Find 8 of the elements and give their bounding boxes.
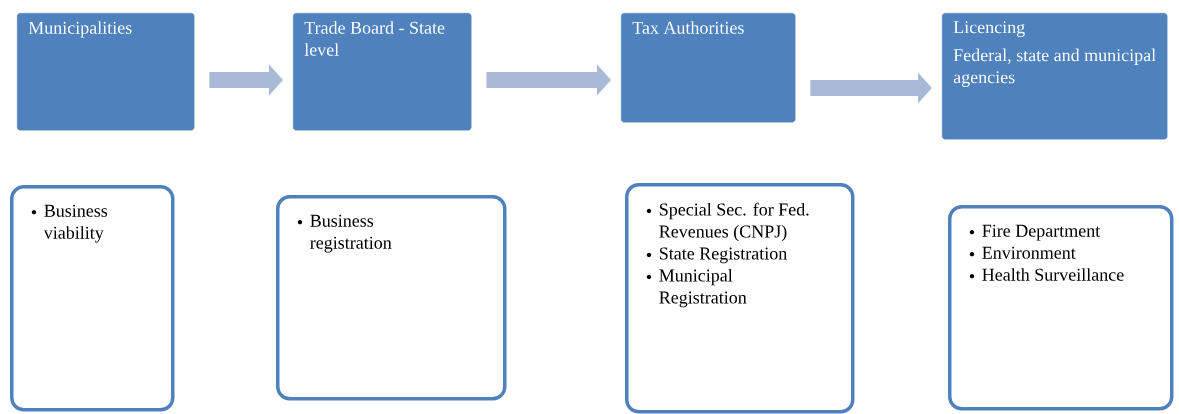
bullet-list-box: Business viability — [10, 185, 175, 412]
bullet-list-box: Special Sec. for Fed. Revenues (CNPJ) State Registration Municipal Registration — [625, 183, 855, 414]
bullet-list-box: Business registration — [276, 195, 507, 401]
bullet-list-box: Fire Department Environment Health Surveillance — [948, 205, 1174, 411]
header-box: Municipalities — [17, 13, 195, 131]
header-box: Licencing Federal, state and municipal agencies — [942, 13, 1168, 140]
header-box: Trade Board - State level — [293, 13, 472, 131]
header-box: Tax Authorities — [621, 13, 796, 123]
